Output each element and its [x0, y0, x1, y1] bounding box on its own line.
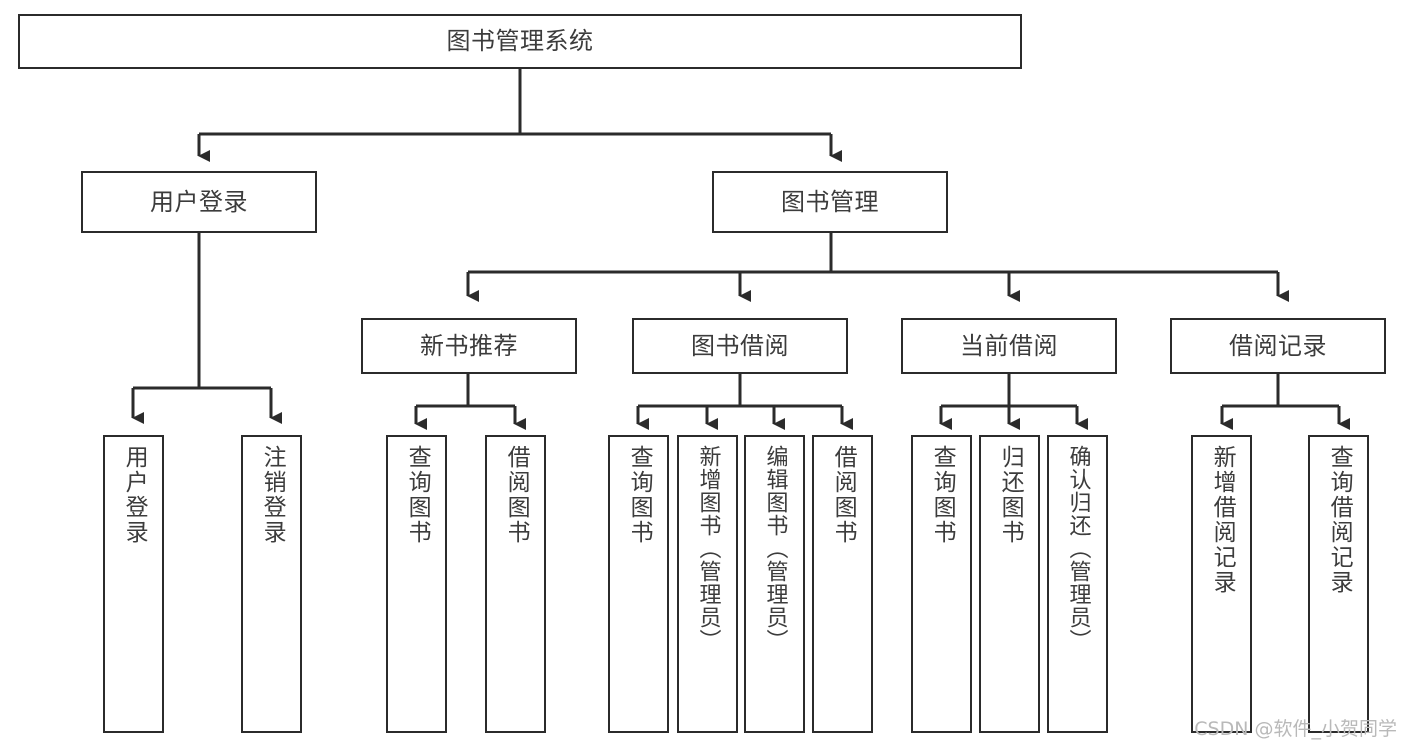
leaf-recommend-query-book[interactable]: 查询图书 [386, 435, 447, 733]
node-current-borrow[interactable]: 当前借阅 [901, 318, 1117, 374]
node-new-book-recommend[interactable]: 新书推荐 [361, 318, 577, 374]
leaf-label: 借阅图书 [503, 445, 530, 545]
leaf-label: 新增图书（管理员） [695, 445, 721, 652]
node-root[interactable]: 图书管理系统 [18, 14, 1022, 69]
node-borrow-record-label: 借阅记录 [1229, 331, 1327, 360]
node-current-borrow-label: 当前借阅 [960, 331, 1058, 360]
leaf-current-confirm-return-admin[interactable]: 确认归还（管理员） [1047, 435, 1108, 733]
leaf-label: 查询图书 [929, 445, 956, 545]
leaf-borrow-edit-book-admin[interactable]: 编辑图书（管理员） [744, 435, 805, 733]
leaf-label: 新增借阅记录 [1209, 445, 1236, 595]
leaf-user-login-login[interactable]: 用户登录 [103, 435, 164, 733]
node-borrow-record[interactable]: 借阅记录 [1170, 318, 1386, 374]
leaf-record-add-record[interactable]: 新增借阅记录 [1191, 435, 1252, 733]
node-new-book-recommend-label: 新书推荐 [420, 331, 518, 360]
leaf-record-query-record[interactable]: 查询借阅记录 [1308, 435, 1369, 733]
leaf-current-return-book[interactable]: 归还图书 [979, 435, 1040, 733]
leaf-recommend-borrow-book[interactable]: 借阅图书 [485, 435, 546, 733]
watermark: CSDN @软件_小贺同学 [1194, 718, 1397, 740]
leaf-label: 归还图书 [997, 445, 1024, 545]
leaf-borrow-query-book[interactable]: 查询图书 [608, 435, 669, 733]
leaf-borrow-borrow-book[interactable]: 借阅图书 [812, 435, 873, 733]
leaf-user-login-logout[interactable]: 注销登录 [241, 435, 302, 733]
leaf-label: 注销登录 [259, 445, 286, 545]
leaf-label: 查询图书 [404, 445, 431, 545]
node-book-borrow-label: 图书借阅 [691, 331, 789, 360]
leaf-label: 编辑图书（管理员） [762, 445, 788, 652]
leaf-label: 用户登录 [121, 445, 148, 545]
node-user-login-label: 用户登录 [150, 187, 248, 216]
node-user-login[interactable]: 用户登录 [81, 171, 317, 233]
node-book-management-label: 图书管理 [781, 187, 879, 216]
node-book-management[interactable]: 图书管理 [712, 171, 948, 233]
leaf-label: 确认归还（管理员） [1065, 445, 1091, 652]
node-root-label: 图书管理系统 [446, 27, 594, 56]
node-book-borrow[interactable]: 图书借阅 [632, 318, 848, 374]
leaf-label: 查询借阅记录 [1326, 445, 1353, 595]
leaf-current-query-book[interactable]: 查询图书 [911, 435, 972, 733]
leaf-label: 借阅图书 [830, 445, 857, 545]
leaf-label: 查询图书 [626, 445, 653, 545]
leaf-borrow-add-book-admin[interactable]: 新增图书（管理员） [677, 435, 738, 733]
